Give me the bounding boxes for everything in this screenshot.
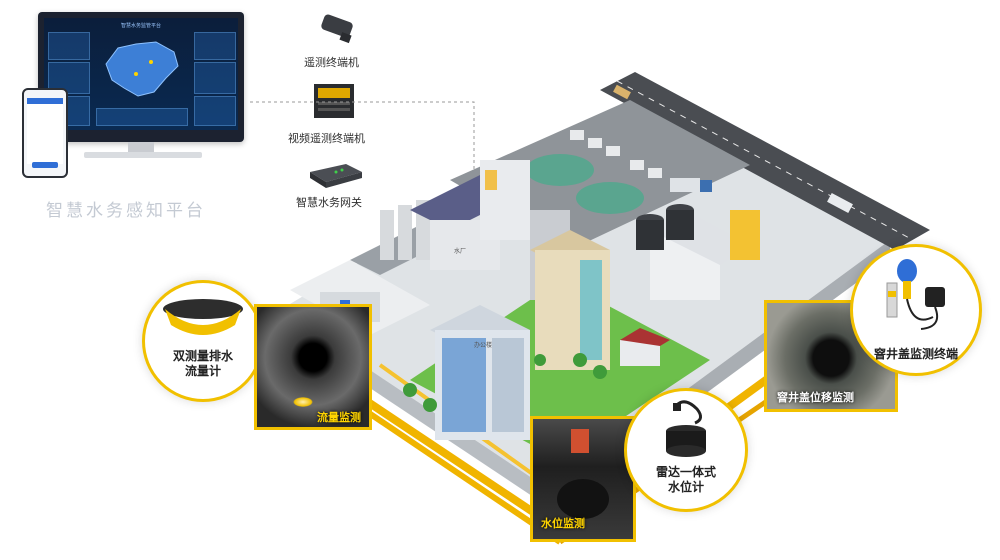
flow-monitor-label: 流量监测 <box>317 411 361 424</box>
monitor-base <box>84 152 202 158</box>
screen-title: 智慧水务监管平台 <box>120 23 161 29</box>
telemetry-terminal-icon <box>314 8 360 48</box>
connection-line <box>250 96 480 186</box>
dashboard-panel <box>96 108 188 126</box>
flow-monitor-photo: 流量监测 <box>254 304 372 430</box>
dashboard-screen: 智慧水务监管平台 <box>44 18 238 130</box>
monitor: 智慧水务监管平台 <box>38 12 244 142</box>
dashboard-panel <box>194 32 236 60</box>
monitor-stand <box>128 142 154 152</box>
flow-meter-label: 双测量排水 流量计 <box>172 349 233 378</box>
flow-meter-icon <box>159 295 247 341</box>
dashboard-panel <box>194 62 236 94</box>
manhole-terminal-callout: 窨井盖监测终端 <box>850 244 982 376</box>
video-terminal-icon <box>308 78 362 124</box>
flow-meter-callout: 双测量排水 流量计 <box>142 280 264 402</box>
radar-level-meter-icon <box>657 397 715 461</box>
mobile-phone <box>22 88 68 178</box>
dashboard-panel <box>48 32 90 60</box>
manhole-terminal-label: 窨井盖监测终端 <box>873 347 958 361</box>
china-map <box>96 34 186 104</box>
device-label: 视频遥测终端机 <box>288 132 365 145</box>
level-meter-label: 雷达一体式 水位计 <box>655 465 716 494</box>
level-monitor-photo: 水位监测 <box>530 416 636 542</box>
manhole-monitor-label: 窨井盖位移监测 <box>777 391 854 404</box>
manhole-terminal-icon <box>873 257 963 341</box>
level-meter-callout: 雷达一体式 水位计 <box>624 388 748 512</box>
gateway-icon <box>306 160 366 190</box>
dashboard-panel <box>194 96 236 126</box>
building-label: 水厂 <box>454 248 467 255</box>
level-monitor-label: 水位监测 <box>541 517 585 530</box>
device-label: 智慧水务网关 <box>296 196 362 209</box>
platform-title: 智慧水务感知平台 <box>46 201 206 221</box>
device-label: 遥测终端机 <box>304 56 359 69</box>
building-label: 办公楼 <box>474 342 493 349</box>
